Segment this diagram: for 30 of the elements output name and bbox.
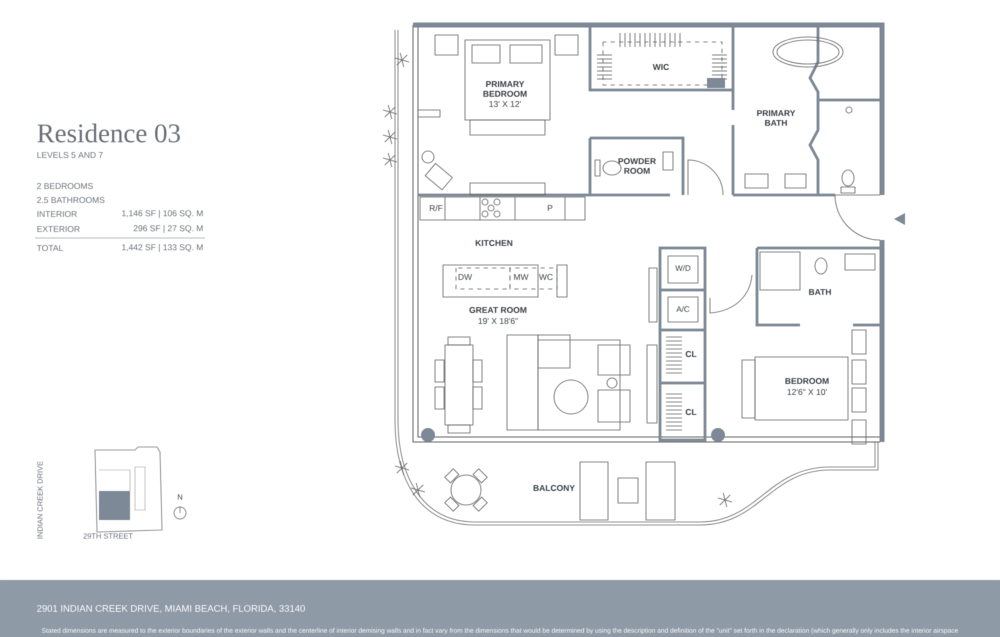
spec-text: EXTERIOR (37, 226, 80, 232)
area-value: 1,146 SF | 106 SQ. M (122, 210, 203, 218)
room-label: KITCHEN (476, 240, 512, 246)
spec-text: 2 BEDROOMS (37, 183, 93, 189)
spec-text: 2.5 BATHROOMS (37, 197, 104, 203)
appliance-label: P (548, 205, 552, 211)
room-label: GREAT ROOM (469, 307, 526, 313)
room-dimension: 19' X 18'6" (478, 318, 518, 324)
room-label: BEDROOM (785, 378, 829, 384)
appliance-label: WC (538, 274, 553, 280)
closet-label: CL (686, 409, 696, 415)
room-label: WIC (652, 64, 670, 70)
area-value: 296 SF | 27 SQ. M (134, 225, 203, 233)
room-dimension: 12'6" X 10' (788, 389, 827, 395)
room-label: POWDER ROOM (618, 158, 656, 174)
spec-text: TOTAL (36, 245, 63, 251)
room-dimension: 13' X 12' (489, 101, 521, 107)
spec-text: INTERIOR (37, 211, 77, 217)
area-value: 1,442 SF | 133 SQ. M (122, 244, 203, 252)
room-label: BALCONY (534, 485, 575, 491)
residence-title: Residence 03 (37, 124, 180, 142)
room-label: BATH (809, 289, 831, 295)
level-note: LEVELS 5 AND 7 (37, 152, 103, 158)
address-text: 2901 INDIAN CREEK DRIVE, MIAMI BEACH, FLORIDA, 33140 (37, 605, 305, 613)
appliance-label: DW (458, 274, 472, 280)
room-label: PRIMARY BEDROOM (483, 81, 527, 97)
closet-label: CL (686, 351, 696, 357)
appliance-label: MW (514, 274, 528, 280)
room-label: PRIMARY BATH (757, 110, 796, 126)
appliance-label: R/F (430, 204, 442, 212)
